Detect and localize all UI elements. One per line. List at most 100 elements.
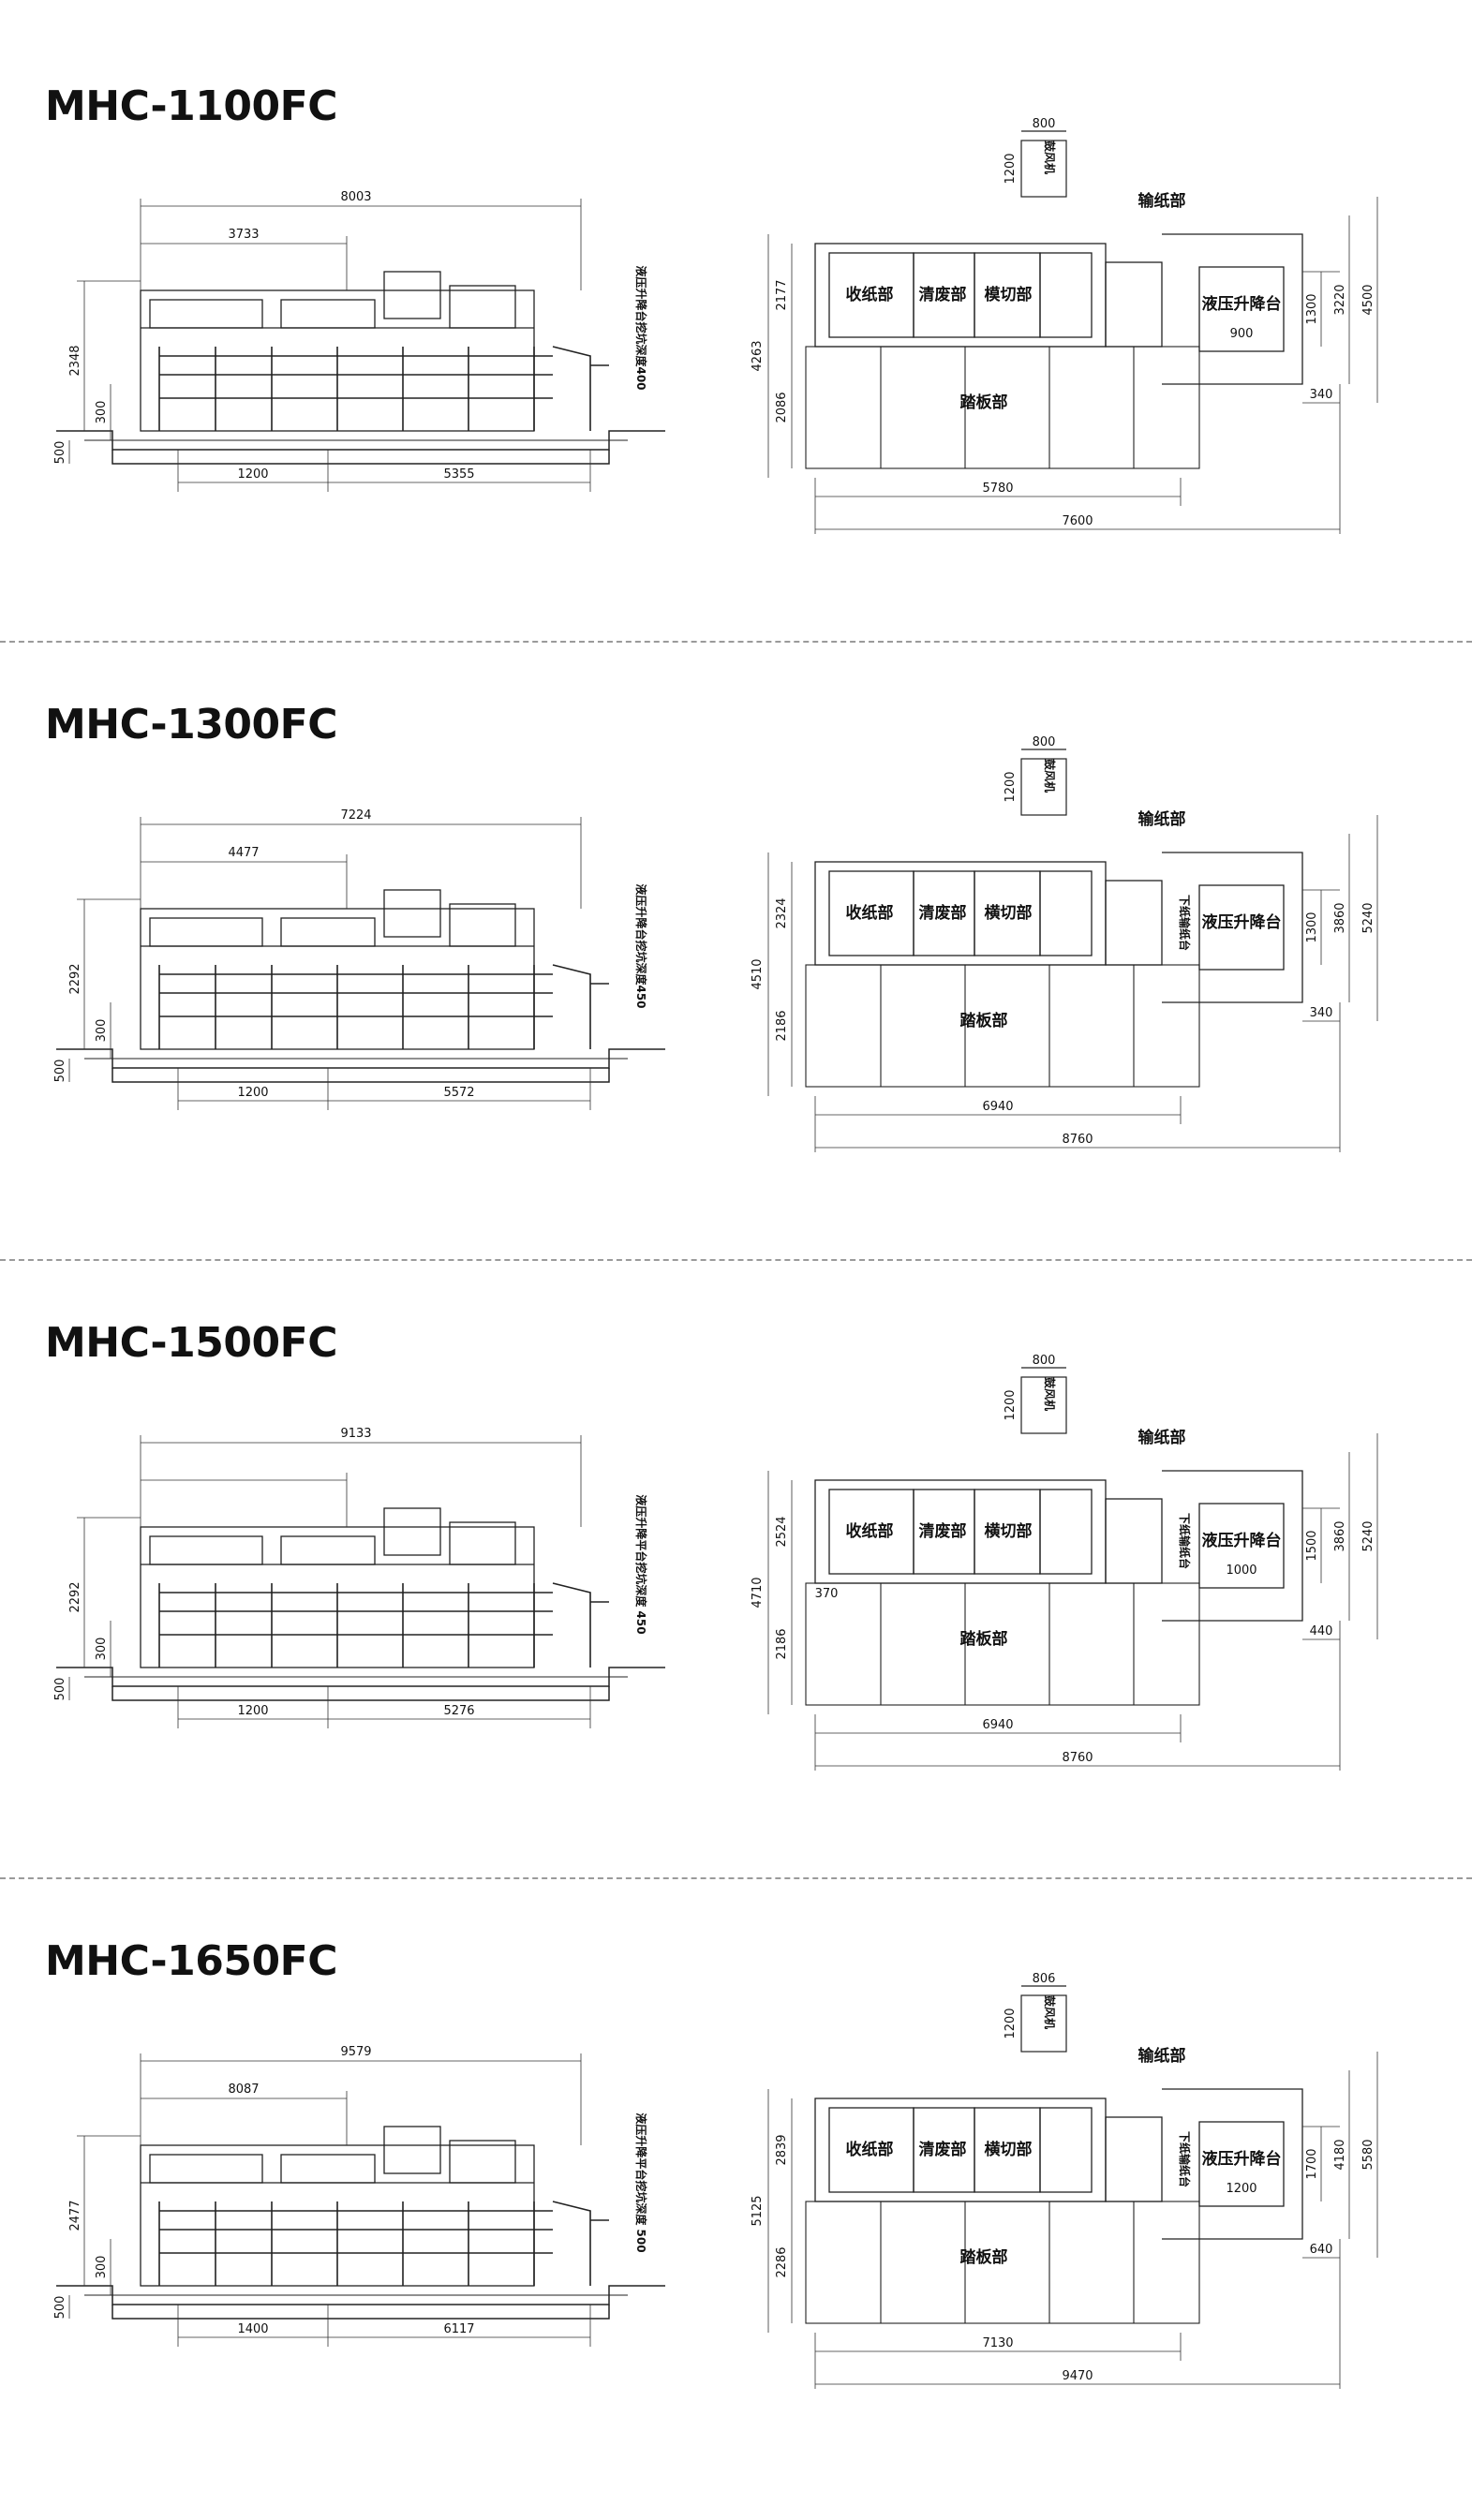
model-title: MHC-1650FC (45, 1937, 337, 1985)
dim-gap: 1200 (237, 1086, 268, 1100)
dim-fan-depth: 1200 (1004, 153, 1018, 184)
dim-total-length: 7600 (1062, 514, 1093, 528)
dim-height: 2348 (68, 345, 82, 376)
dim-offset: 340 (1310, 388, 1333, 402)
dim-fan-depth: 1200 (1004, 1389, 1018, 1420)
dim-total-height: 4510 (751, 958, 765, 989)
plan-layout-drawing: 806 1200 鼓风机 输纸部 (751, 1972, 1378, 2389)
dim-gap: 1400 (237, 2322, 268, 2336)
delivery-label: 收纸部 (846, 903, 894, 923)
model-section-3: MHC-1500FC (0, 1237, 1472, 1855)
dim-lift-w: 1000 (1226, 1564, 1256, 1578)
side-elevation-drawing: 9579 8087 2477 300 500 1400 6117 液压升降平台挖… (53, 2045, 665, 2347)
stripping-label: 清废部 (919, 2140, 967, 2159)
fan-label: 鼓风机 (1043, 1377, 1057, 1411)
model-section-1: MHC-1100FC (0, 0, 1472, 618)
dim-fan-width: 800 (1033, 735, 1056, 749)
dim-lift-b: 3860 (1333, 902, 1347, 933)
diecut-label: 横切部 (985, 903, 1033, 923)
dim-inner-length: 5780 (982, 482, 1013, 496)
feeder-label: 输纸部 (1138, 2046, 1186, 2066)
dim-total-length: 9470 (1062, 2369, 1093, 2383)
dim-fan-width: 800 (1033, 117, 1056, 131)
side-elevation-drawing: 8003 3733 2348 300 500 1200 5355 液压升降台挖坑… (53, 190, 665, 492)
pedal-label: 踏板部 (960, 1011, 1008, 1030)
dim-base: 500 (53, 1678, 67, 1701)
lift-label: 液压升降台 (1202, 2149, 1282, 2169)
dim-fan-depth: 1200 (1004, 2008, 1018, 2038)
dim-run: 6117 (443, 2322, 474, 2336)
dim-gap: 1200 (237, 467, 268, 482)
dim-inner-length: 6940 (982, 1100, 1013, 1114)
dim-lift-w: 1200 (1226, 2182, 1256, 2196)
dim-gap: 1200 (237, 1704, 268, 1718)
dim-height: 2477 (68, 2200, 82, 2231)
fan-label: 鼓风机 (1043, 759, 1057, 793)
side-elevation-drawing: 9133 2292 300 500 1200 5276 液压升降平台挖坑深度 4… (53, 1427, 665, 1728)
pedal-label: 踏板部 (960, 2247, 1008, 2267)
dim-height: 2292 (68, 1581, 82, 1612)
dim-offset: 440 (1310, 1624, 1333, 1638)
plan-dimension-lines (767, 1433, 1378, 1771)
feeder-label: 输纸部 (1138, 191, 1186, 211)
dimension-lines (68, 817, 591, 1110)
dim-total-length: 9133 (340, 1427, 371, 1441)
pedal-platform (805, 964, 1200, 1088)
dim-total-length: 7224 (340, 808, 371, 823)
dim-lift-a: 1300 (1305, 912, 1319, 942)
delivery-label: 收纸部 (846, 1521, 894, 1541)
dim-top-length: 3733 (228, 228, 259, 242)
safety-railings (158, 2201, 609, 2286)
dim-run: 5276 (443, 1704, 474, 1718)
pedal-platform (805, 1582, 1200, 1706)
feed-table-label: 下纸输纸台 (1178, 1513, 1192, 1569)
dim-lower-height: 2186 (775, 1010, 789, 1041)
dim-top-length: 4477 (228, 846, 259, 860)
diecut-label: 模切部 (985, 285, 1033, 304)
dim-lift-a: 1500 (1305, 1530, 1319, 1561)
dim-upper-height: 2324 (775, 897, 789, 928)
stripping-label: 清废部 (919, 1521, 967, 1541)
fan-unit (1020, 1985, 1067, 2053)
pit-depth-note: 液压升降台挖坑深度450 (634, 883, 648, 1008)
fan-label: 鼓风机 (1043, 141, 1057, 174)
diecut-label: 横切部 (985, 2140, 1033, 2159)
pit-depth-note: 液压升降平台挖坑深度 500 (634, 2112, 648, 2252)
base-structure (56, 1667, 665, 1701)
plan-layout-drawing: 800 1200 鼓风机 输纸部 (751, 735, 1378, 1152)
dim-lift-a: 1300 (1305, 293, 1319, 324)
side-elevation-drawing: 7224 4477 2292 300 500 1200 5572 液压升降台挖坑… (53, 808, 665, 1110)
model-title: MHC-1300FC (45, 701, 337, 749)
dim-pit-depth: 300 (95, 401, 109, 424)
plan-layout-drawing: 800 1200 鼓风机 输纸部 (751, 1354, 1378, 1771)
section-divider (0, 1877, 1472, 1879)
dim-total-height: 4710 (751, 1577, 765, 1608)
dim-total-length: 8003 (340, 190, 371, 204)
delivery-label: 收纸部 (846, 285, 894, 304)
dim-total-height: 5125 (751, 2195, 765, 2226)
dim-fan-depth: 1200 (1004, 771, 1018, 802)
pedal-platform (805, 346, 1200, 469)
dimension-lines (68, 2053, 591, 2347)
model-title: MHC-1100FC (45, 82, 337, 130)
machine-frame (814, 2088, 1303, 2240)
dim-pit-depth: 300 (95, 1638, 109, 1661)
dim-base: 500 (53, 2296, 67, 2320)
dim-lift-a: 1700 (1305, 2148, 1319, 2179)
dim-total-length: 8760 (1062, 1751, 1093, 1765)
dim-total-length: 8760 (1062, 1133, 1093, 1147)
dim-lift-c: 5240 (1361, 902, 1375, 933)
dim-run: 5572 (443, 1086, 474, 1100)
machine-frame (814, 1470, 1303, 1622)
dim-fan-width: 800 (1033, 1354, 1056, 1368)
dim-upper-height: 2524 (775, 1516, 789, 1547)
dim-inner-length: 7130 (982, 2336, 1013, 2350)
dim-lift-w: 900 (1230, 327, 1254, 341)
base-structure (56, 430, 665, 465)
pit-depth-note: 液压升降平台挖坑深度 450 (634, 1494, 648, 1634)
lift-label: 液压升降台 (1202, 1531, 1282, 1550)
dim-fan-width: 806 (1033, 1972, 1056, 1986)
safety-railings (158, 346, 609, 431)
stripping-label: 清废部 (919, 285, 967, 304)
dim-total-height: 4263 (751, 340, 765, 371)
